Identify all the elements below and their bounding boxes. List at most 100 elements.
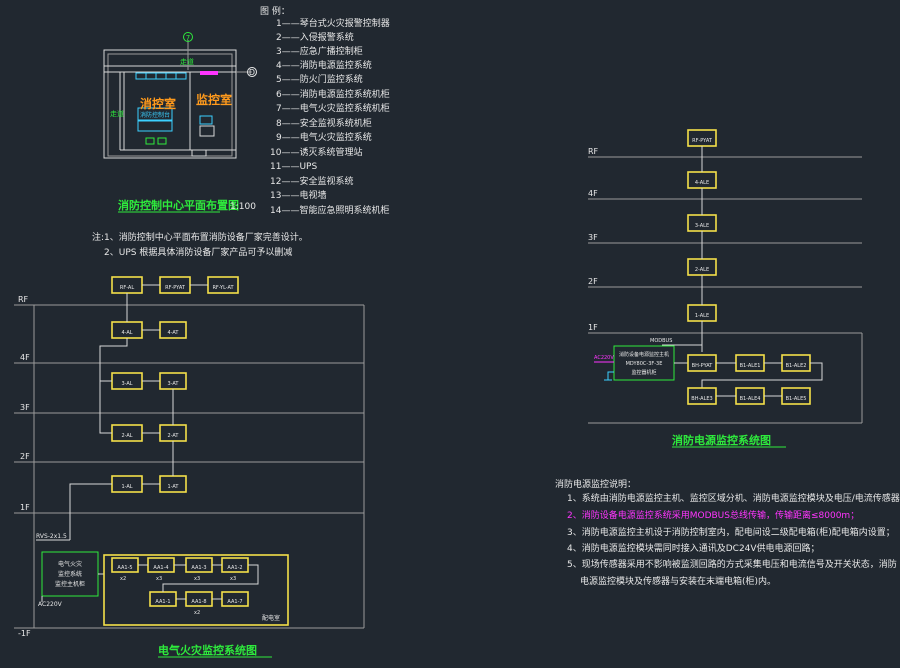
panel-label: 1-AT (168, 484, 180, 490)
explain-line: 1、系统由消防电源监控主机、监控区域分机、消防电源监控模块及电压/电流传感器组成… (567, 492, 900, 504)
legend-item: 2——入侵报警系统 (276, 31, 354, 43)
room-left-label: 消控室 (140, 96, 176, 111)
legend: 图 例： 1——琴台式火灾报警控制器 2——入侵报警系统 3——应急广播控制柜 … (260, 5, 390, 216)
panel-label: AA1-1 (155, 599, 170, 605)
host-cabinet-label: MDY80C-3F-3E (626, 361, 663, 367)
floor-label: 4F (20, 353, 30, 362)
explanation: 消防电源监控说明： 1、系统由消防电源监控主机、监控区域分机、消防电源监控模块及… (555, 478, 900, 587)
panel-label: 3-AL (121, 381, 132, 387)
floor-label: 1F (588, 323, 598, 332)
floor-label: -1F (18, 629, 31, 638)
grid-bubble-top (183, 32, 193, 42)
explain-line: 3、消防电源监控主机设于消防控制室内，配电间设二级配电箱(柜)配电箱内设置； (567, 526, 895, 538)
legend-item: 3——应急广播控制柜 (276, 45, 363, 57)
floor-label: 2F (588, 277, 598, 286)
floorplan-title: 消防控制中心平面布置图 (118, 198, 239, 212)
note-line-2: 2、UPS 根据具体消防设备厂家产品可予以删减 (104, 246, 292, 258)
panel-label: AA1-4 (153, 565, 168, 571)
right-diagram: RF 4F 3F 2F 1F RF-PYAT 4-ALE 3-ALE 2-ALE… (588, 129, 863, 448)
panel-label: AA1-3 (191, 565, 206, 571)
explain-line: 电源监控模块及传感器与安装在末端电箱(柜)内。 (580, 575, 776, 587)
panel-label: RF-PYAT (165, 285, 186, 291)
legend-item: 4——消防电源监控系统 (276, 59, 372, 71)
multiplier: x3 (230, 576, 236, 582)
cabinet-row (135, 71, 218, 80)
legend-item: 7——电气火灾监控系统机柜 (276, 102, 390, 114)
panel-label: RF-AL (120, 285, 134, 291)
control-desk-label: 消防控制台 (140, 111, 170, 119)
floor-plan: 7 D 消防控制台 消控室 监控室 走道 走道 消防控制中心平面布置图 1:10… (103, 32, 257, 213)
panel-label: AA1-7 (227, 599, 242, 605)
explain-title: 消防电源监控说明： (555, 478, 636, 490)
host-cable-label: RVS-2x1.5 (36, 533, 67, 540)
bus-tag: MODBUS (650, 338, 672, 344)
room-right-label: 监控室 (196, 92, 232, 107)
legend-item: 13——电视墙 (270, 189, 326, 201)
panel-label: 2-AL (121, 433, 132, 439)
multiplier: x2 (120, 576, 126, 582)
panel-label: 1-ALE (695, 313, 709, 319)
room-label: 配电室 (262, 614, 280, 622)
control-desk (137, 107, 173, 121)
panel-label: 4-AL (121, 330, 132, 336)
host-power-tag: AC220V (38, 601, 63, 608)
legend-item: 9——电气火灾监控系统 (276, 131, 372, 143)
floor-label: 4F (588, 189, 598, 198)
right-diagram-title: 消防电源监控系统图 (672, 433, 771, 447)
explain-line: 4、消防电源监控模块需同时接入通讯及DC24V供电电源回路； (567, 542, 820, 554)
panel-label: AA1-8 (191, 599, 206, 605)
panel-label: B1-ALE1 (740, 363, 761, 369)
door-icon (191, 149, 207, 157)
grid-top-label: 7 (186, 34, 190, 42)
legend-item: 11——UPS (270, 162, 317, 172)
explain-line-highlight: 2、消防设备电源监控系统采用MODBUS总线传输，传输距离≤8000m； (567, 509, 859, 521)
floor-label: RF (18, 295, 29, 304)
host-cabinet-label: 监控主机柜 (55, 580, 85, 588)
panel-label: 2-AT (168, 433, 180, 439)
host-cabinet-label: 电气火灾 (58, 560, 82, 568)
legend-title: 图 例： (260, 5, 290, 17)
panel-label: 3-ALE (695, 223, 709, 229)
legend-item: 10——诱灭系统管理站 (270, 146, 362, 158)
corridor-top-label: 走道 (180, 57, 194, 66)
host-power-tag: AC220V (594, 355, 614, 361)
multiplier: x2 (194, 610, 200, 616)
legend-item: 14——智能应急照明系统机柜 (270, 204, 389, 216)
panel-label: RF-YL-AT (212, 285, 234, 291)
panel-label: AA1-5 (117, 565, 132, 571)
panel-label: RF-PYAT (692, 138, 713, 144)
panel-label: 2-ALE (695, 267, 709, 273)
panel-label: 3-AT (168, 381, 180, 387)
panel-label: 4-ALE (695, 180, 709, 186)
floor-label: 2F (20, 452, 30, 461)
legend-item: 8——安全监视系统机柜 (276, 117, 372, 129)
grid-bubble-right (247, 67, 257, 77)
legend-item: 6——消防电源监控系统机柜 (276, 88, 390, 100)
explain-line: 5、现场传感器采用不影响被监测回路的方式采集电压和电流信号及开关状态，消防 (567, 558, 897, 570)
panel-label: B1-ALE2 (786, 363, 807, 369)
floor-label: 3F (20, 403, 30, 412)
floor-label: 1F (20, 503, 30, 512)
note-line-1: 注:1、消防控制中心平面布置消防设备厂家完善设计。 (92, 231, 308, 243)
left-diagram-title: 电气火灾监控系统图 (158, 643, 257, 657)
floor-label: 3F (588, 233, 598, 242)
panel-label: 1-AL (121, 484, 132, 490)
floor-label: RF (588, 147, 599, 156)
panel-label: AA1-2 (227, 565, 242, 571)
panel-label: BH-ALE3 (691, 396, 712, 402)
host-cabinet-label: 消防设备电源监控主机 (619, 351, 669, 358)
host-cabinet-label: 监控系统 (58, 570, 82, 578)
legend-item: 1——琴台式火灾报警控制器 (276, 17, 390, 29)
panel-label: BH-PYAT (692, 363, 714, 369)
multiplier: x3 (156, 576, 162, 582)
distribution-room (103, 554, 289, 626)
host-cabinet-label: 监控器机柜 (631, 369, 656, 376)
left-diagram: RF 4F 3F 2F 1F -1F RF-AL RF-PYAT RF-YL-A… (14, 276, 365, 658)
floorplan-scale: 1:100 (230, 202, 256, 212)
multiplier: x3 (194, 576, 200, 582)
panel-label: B1-ALE4 (740, 396, 761, 402)
legend-item: 12——安全监视系统 (270, 175, 353, 187)
panel-label: 4-AT (168, 330, 180, 336)
panel-label: B1-ALE5 (786, 396, 807, 402)
